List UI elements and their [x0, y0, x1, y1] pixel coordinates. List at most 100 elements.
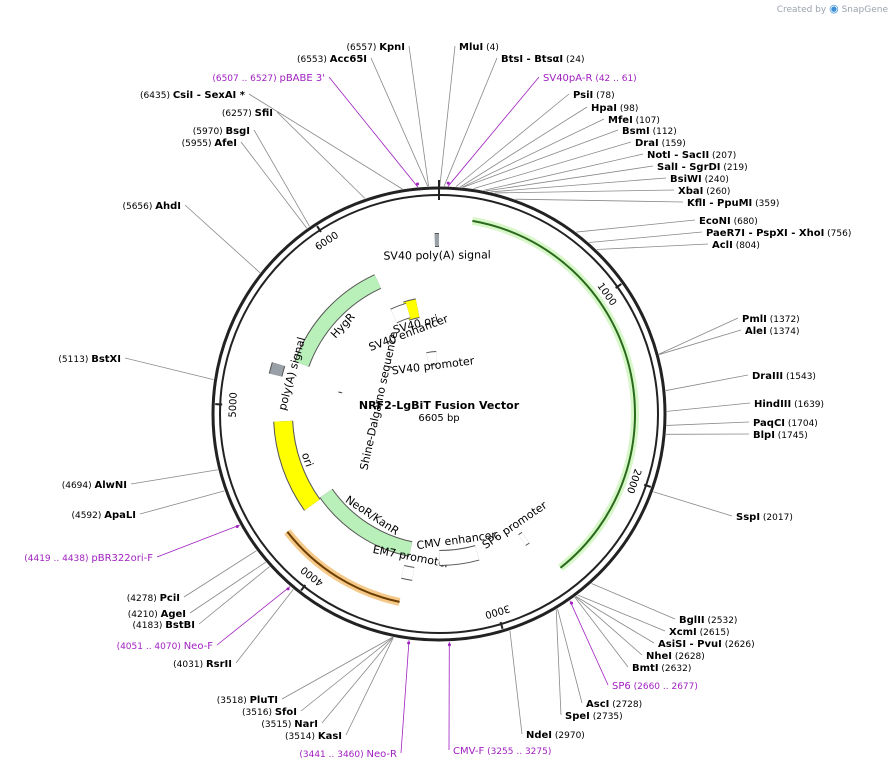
- site-label: SspI (2017): [736, 512, 793, 523]
- site-name: Neo-F: [184, 641, 214, 652]
- tick-label: 6000: [313, 230, 340, 253]
- site-name: BstBI: [165, 620, 195, 631]
- site-leader: [667, 422, 749, 425]
- site-leader: [444, 58, 497, 186]
- site-name: NheI: [646, 651, 672, 662]
- site-name: RsrII: [206, 659, 232, 670]
- site-leader: [371, 58, 428, 186]
- site-leader: [254, 130, 309, 226]
- site-label: NotI - SacII (207): [647, 150, 736, 161]
- site-position: (6257): [222, 109, 255, 119]
- site-name: HpaI: [591, 103, 617, 114]
- site-label: (4031) RsrII: [173, 659, 232, 670]
- tick-label: 5000: [228, 392, 240, 418]
- site-leader: [236, 589, 293, 663]
- site-position: (42 .. 61): [592, 74, 636, 84]
- site-position: (6553): [297, 55, 330, 65]
- site-leader: [491, 178, 666, 192]
- site-label: PaeR7I - PspXI - XhoI (756): [706, 228, 851, 239]
- tick-label: 3000: [484, 602, 512, 620]
- site-position: (78): [593, 91, 614, 101]
- site-label: (3514) KasI: [285, 731, 342, 742]
- site-name: ApaLI: [104, 510, 136, 521]
- site-leader: [456, 94, 569, 187]
- site-name: AgeI: [161, 609, 186, 620]
- site-label: PsiI (78): [573, 90, 615, 101]
- site-position: (4210): [128, 610, 161, 620]
- site-leader: [217, 587, 290, 645]
- primer-mark: [447, 182, 450, 185]
- primer-mark: [416, 183, 419, 186]
- site-position: (1543): [783, 372, 816, 382]
- site-label: PaqCI (1704): [753, 418, 818, 429]
- site-name: SalI - SgrDI: [657, 162, 721, 173]
- site-name: pBR322ori-F: [91, 553, 153, 564]
- site-name: SfiI: [255, 108, 273, 119]
- site-position: (1639): [791, 400, 824, 410]
- site-position: (359): [752, 199, 779, 209]
- site-name: XcmI: [669, 627, 697, 638]
- site-label: (5955) AfeI: [182, 138, 237, 149]
- site-name: AclI: [712, 240, 733, 251]
- snapgene-logo-icon: ◉: [829, 2, 839, 15]
- site-name: PaqCI: [753, 418, 785, 429]
- site-label: (4694) AlwNI: [62, 480, 127, 491]
- site-name: AhdI: [155, 201, 181, 212]
- site-position: (2735): [590, 712, 623, 722]
- site-name: BlpI: [753, 430, 775, 441]
- site-label: (4278) PciI: [127, 593, 180, 604]
- site-leader: [495, 190, 674, 193]
- site-position: (112): [650, 127, 677, 137]
- site-name: SV40pA-R: [543, 73, 592, 84]
- site-name: PsiI: [573, 90, 593, 101]
- site-name: SP6: [612, 681, 631, 692]
- site-label: AleI (1374): [745, 326, 799, 337]
- site-position: (680): [731, 217, 758, 227]
- site-leader: [448, 77, 539, 186]
- site-name: BsiWI: [670, 174, 702, 185]
- plasmid-size: 6605 bp: [418, 413, 459, 424]
- site-name: BmtI: [632, 663, 659, 674]
- site-name: KflI - PpuMI: [687, 198, 752, 209]
- site-label: MluI (4): [459, 42, 499, 53]
- site-position: (4419 .. 4438): [24, 554, 91, 564]
- site-position: (6507 .. 6527): [212, 74, 279, 84]
- site-label: (5113) BstXI: [58, 354, 121, 365]
- site-position: (107): [633, 116, 660, 126]
- site-leader: [140, 491, 224, 514]
- site-label: DraI (159): [635, 138, 686, 149]
- site-position: (24): [563, 55, 584, 65]
- site-label: BlpI (1745): [753, 430, 808, 441]
- site-position: (5970): [193, 127, 226, 137]
- site-label: SalI - SgrDI (219): [657, 162, 748, 173]
- feature-arc: [394, 311, 408, 316]
- site-position: (2532): [705, 616, 738, 626]
- site-position: (2628): [672, 652, 705, 662]
- site-label: AsiSI - PvuI (2626): [658, 639, 755, 650]
- site-leader: [301, 637, 393, 711]
- site-position: (159): [659, 139, 686, 149]
- feature-label: SP6 promoter: [480, 498, 550, 551]
- site-leader: [282, 637, 393, 699]
- site-label: (5656) AhdI: [122, 201, 181, 212]
- site-name: DraIII: [752, 371, 783, 382]
- site-label: EcoNI (680): [699, 216, 758, 227]
- site-label: (6553) Acc65I: [297, 54, 367, 65]
- site-leader: [460, 107, 587, 187]
- site-leader: [473, 142, 631, 189]
- primer-mark: [407, 641, 410, 644]
- site-leader: [322, 637, 393, 723]
- site-leader: [401, 640, 409, 753]
- site-position: (2615): [697, 628, 730, 638]
- site-name: MfeI: [608, 115, 633, 126]
- site-name: AsiSI - PvuI: [658, 639, 722, 650]
- site-name: HindIII: [754, 399, 791, 410]
- site-name: PmlI: [742, 314, 767, 325]
- site-position: (2728): [609, 700, 642, 710]
- site-leader: [667, 403, 750, 411]
- site-label: XbaI (260): [678, 186, 730, 197]
- site-position: (240): [702, 175, 729, 185]
- site-label: DraIII (1543): [752, 371, 816, 382]
